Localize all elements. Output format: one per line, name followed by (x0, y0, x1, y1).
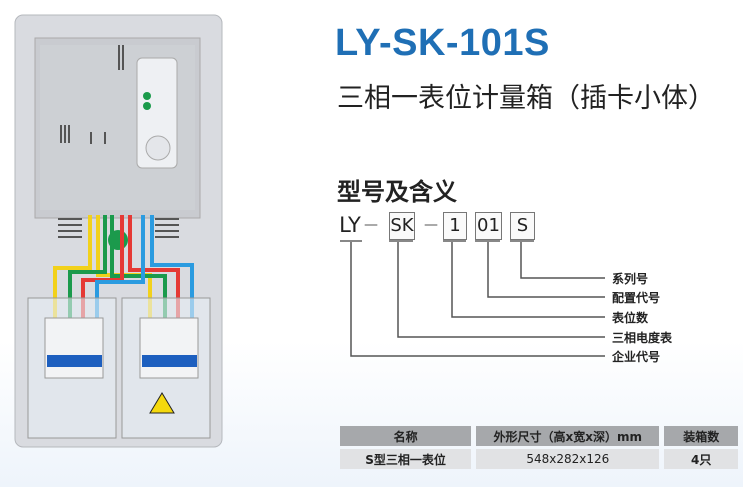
cell-dimensions: 548x282x126 (476, 449, 660, 469)
header-quantity: 装箱数 (664, 426, 738, 446)
cell-name: S型三相一表位 (340, 449, 472, 469)
label-company: 企业代号 (612, 350, 661, 364)
warning-icon (149, 392, 175, 414)
label-positions: 表位数 (612, 311, 649, 325)
header-dimensions: 外形尺寸（高x宽x深）mm (476, 426, 660, 446)
code-dash: — (364, 217, 378, 233)
code-s: S (510, 212, 535, 240)
breaker-left (44, 317, 104, 379)
cell-quantity: 4只 (664, 449, 738, 469)
model-meaning-heading: 型号及含义 (337, 178, 457, 206)
label-config: 配置代号 (612, 291, 661, 305)
code-01: 01 (475, 212, 502, 240)
code-ly: LY (339, 213, 361, 237)
code-dash: — (424, 217, 438, 233)
table-header-row: 名称 外形尺寸（高x宽x深）mm 装箱数 (340, 426, 738, 446)
code-sk: SK (389, 212, 415, 240)
spec-table: 名称 外形尺寸（高x宽x深）mm 装箱数 S型三相一表位 548x282x126… (335, 423, 743, 472)
label-series: 系列号 (612, 272, 649, 286)
meter-box-image (14, 14, 223, 448)
product-subtitle: 三相一表位计量箱（插卡小体） (337, 83, 715, 114)
breaker-right (139, 317, 199, 379)
header-name: 名称 (340, 426, 472, 446)
label-meter: 三相电度表 (612, 331, 673, 345)
product-title: LY-SK-101S (335, 22, 550, 64)
table-row: S型三相一表位 548x282x126 4只 (340, 449, 738, 469)
code-1: 1 (443, 212, 467, 240)
